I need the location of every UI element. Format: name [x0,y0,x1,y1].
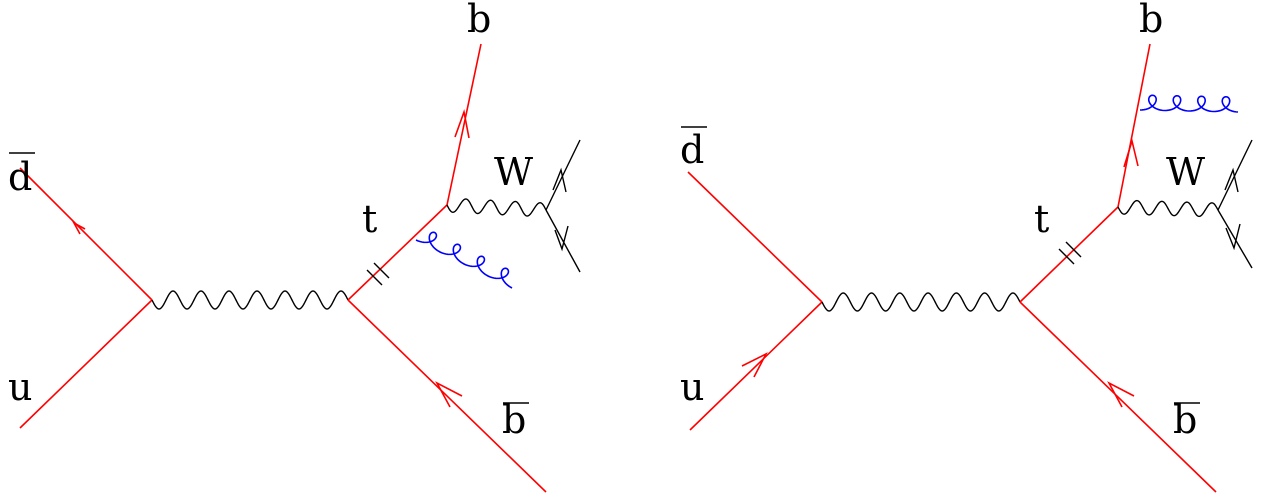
neutrino-line [1217,209,1253,269]
label-b: b [467,0,491,41]
label-b: b [1139,0,1163,41]
dbar-arrow [71,220,86,235]
neutrino-line [545,209,581,273]
bbar-line [347,299,547,493]
neutrino-arrow [554,225,569,252]
lepton-line [1217,139,1253,211]
top-line [1019,206,1119,303]
u-line [689,301,823,431]
u-arrow [741,352,768,378]
top-cut-mark [373,262,390,279]
label-u: u [8,365,32,409]
b-arrow [1123,137,1139,168]
neutrino-arrow [1225,223,1241,251]
s-channel-w-boson [151,290,349,310]
gluon [415,231,513,289]
lepton-line [545,139,581,211]
top-cut-mark [366,269,383,286]
label-t: t [1034,197,1049,241]
b-line [446,43,482,206]
label-bbar: b [1173,398,1197,442]
gluon [1139,94,1239,113]
w-boson [1117,199,1219,218]
bbar-arrow [1107,381,1135,408]
top-cut-mark [1065,241,1082,258]
diagram-left: d u t b W b [8,0,581,493]
b-arrow [454,108,470,139]
diagram-right: d u t b W b [680,0,1253,493]
s-channel-w-boson [821,292,1021,312]
top-line [347,204,448,301]
bbar-line [1019,301,1217,493]
w-boson [446,198,547,217]
bbar-arrow [435,381,463,408]
lepton-arrow [1224,167,1239,193]
dbar-line [687,171,823,303]
label-dbar: d [680,128,704,172]
label-w: W [494,150,533,194]
lepton-arrow [552,167,567,193]
dbar-line [19,167,153,301]
label-w: W [1166,150,1205,194]
label-u: u [680,365,704,409]
label-bbar: b [502,398,526,442]
label-dbar: d [8,155,32,199]
b-line [1117,43,1151,208]
label-t: t [362,197,377,241]
top-cut-mark [1058,248,1075,265]
u-line [19,299,153,429]
